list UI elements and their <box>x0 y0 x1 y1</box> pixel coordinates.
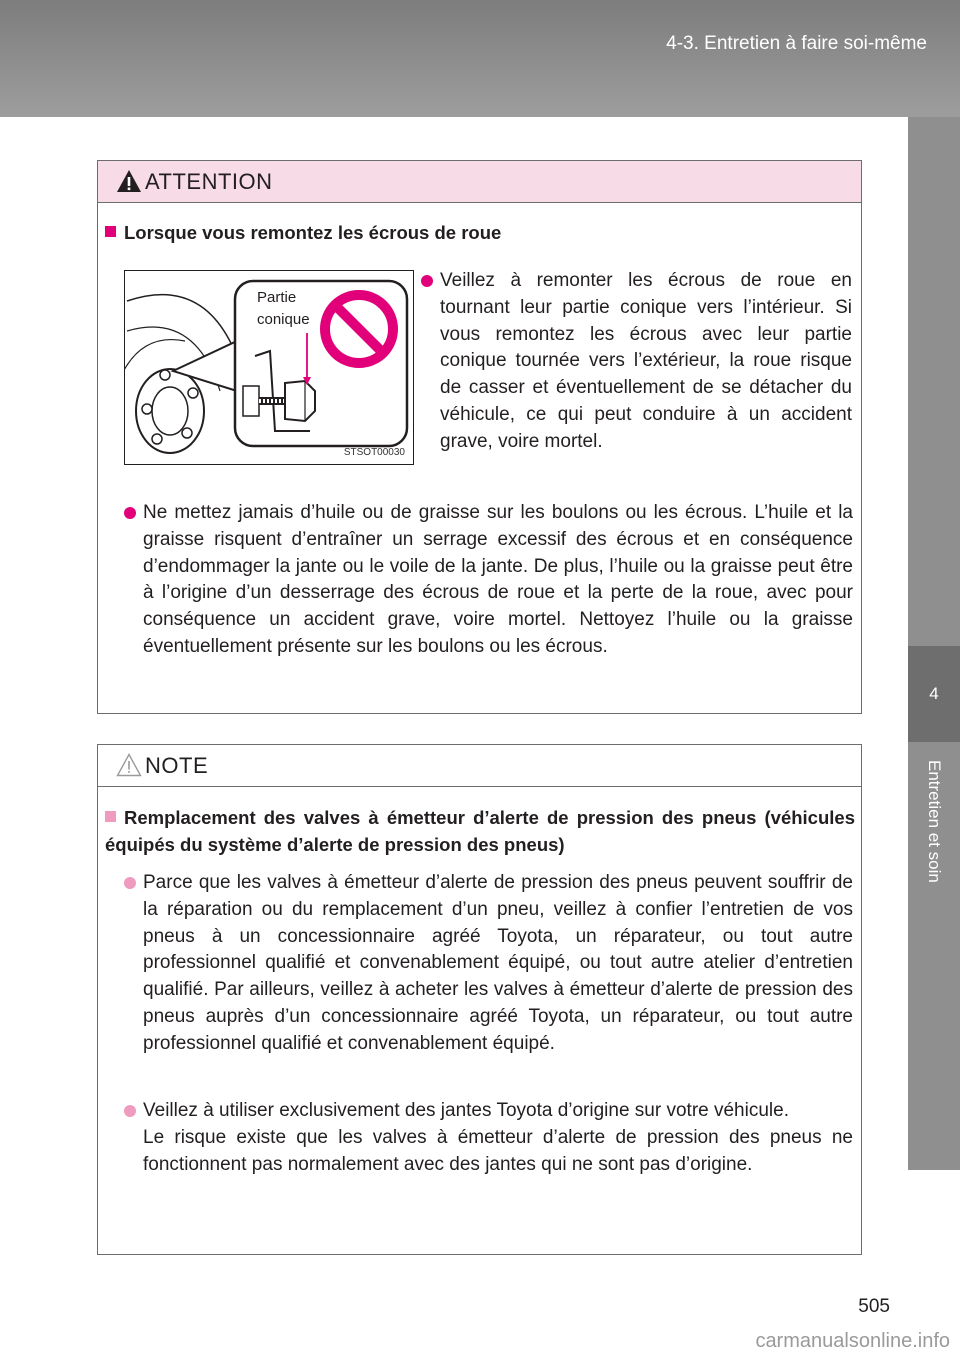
page-header: 4-3. Entretien à faire soi-même <box>0 0 960 117</box>
watermark: carmanualsonline.info <box>755 1330 950 1352</box>
wheel-nut-figure: Partie conique STSOT00030 <box>124 270 414 465</box>
note-bullet-2: Veillez à utiliser exclusivement des jan… <box>124 1098 853 1178</box>
side-tab <box>908 117 960 1170</box>
attention-bullet-1: Veillez à remonter les écrous de roue en… <box>421 268 852 456</box>
side-tab-label: Entretien et soin <box>925 760 944 883</box>
round-bullet-icon <box>421 275 433 287</box>
figure-code: STSOT00030 <box>343 447 405 458</box>
note-section-heading: Remplacement des valves à émetteur d’ale… <box>105 807 855 855</box>
attention-section-heading: Lorsque vous remontez les écrous de roue <box>105 219 855 246</box>
attention-bullet-2: Ne mettez jamais d’huile ou de graisse s… <box>124 500 853 661</box>
warning-triangle-icon <box>117 170 141 192</box>
attention-header: ATTENTION <box>98 161 861 203</box>
attention-title: ATTENTION <box>145 169 273 194</box>
note-bullet-1: Parce que les valves à émetteur d’alerte… <box>124 870 853 1058</box>
caution-triangle-icon <box>116 753 142 777</box>
square-bullet-icon <box>105 811 116 822</box>
square-bullet-icon <box>105 226 116 237</box>
side-tab-number: 4 <box>908 646 960 742</box>
note-title: NOTE <box>145 753 209 778</box>
round-bullet-icon <box>124 507 136 519</box>
figure-label: Partie conique <box>257 289 310 328</box>
page-number: 505 <box>858 1296 890 1317</box>
note-header: NOTE <box>98 745 861 787</box>
round-bullet-icon <box>124 877 136 889</box>
wheel-hub-illustration <box>125 279 409 454</box>
chapter-title: 4-3. Entretien à faire soi-même <box>666 33 927 54</box>
round-bullet-icon <box>124 1105 136 1117</box>
note-box: NOTE <box>97 744 862 1255</box>
attention-box: ATTENTION <box>97 160 862 714</box>
